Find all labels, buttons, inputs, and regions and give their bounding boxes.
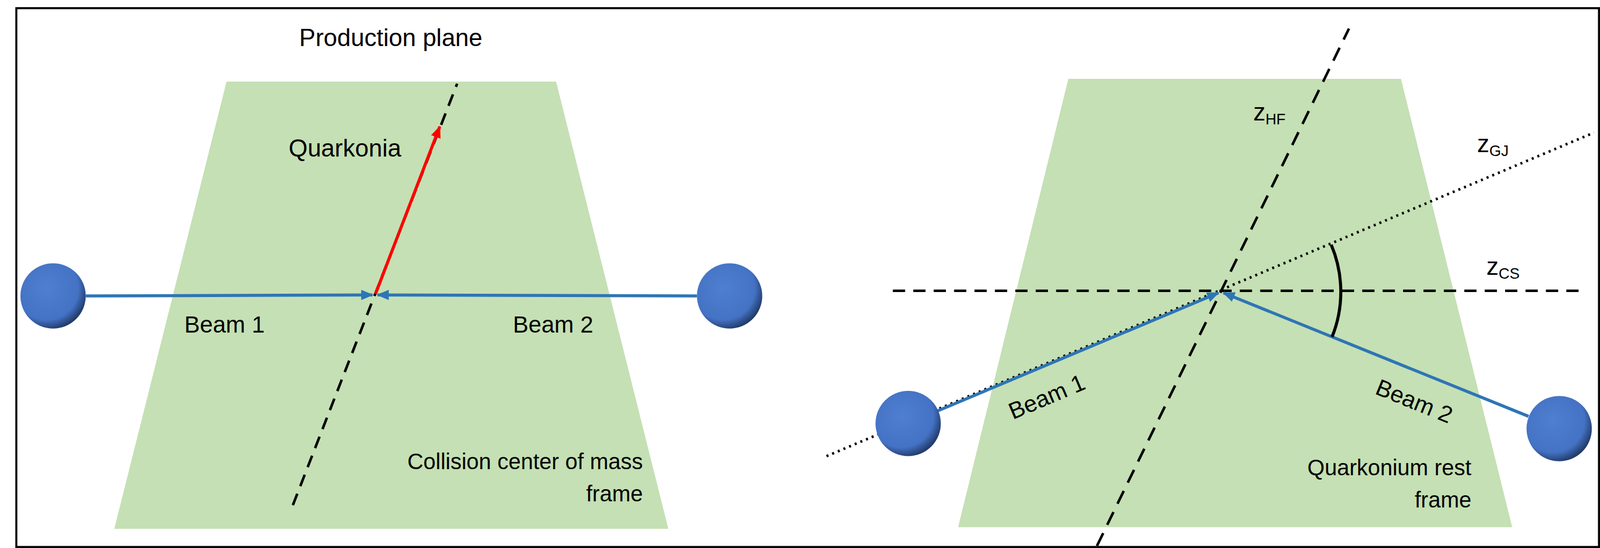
beam-line xyxy=(85,294,373,296)
quarkonia-label: Quarkonia xyxy=(288,134,402,161)
beam-particle xyxy=(875,390,941,457)
gj-axis xyxy=(826,132,1594,457)
axis-label: zCS xyxy=(1486,252,1520,280)
axis-label: zGJ xyxy=(1476,130,1509,158)
frame-label: Quarkonium rest frame xyxy=(1266,451,1472,516)
beam-line xyxy=(377,294,698,296)
frame-trapezoid: Quarkonium rest frame xyxy=(958,78,1513,527)
axis-label: zHF xyxy=(1253,98,1286,126)
frame-border xyxy=(16,8,1599,547)
beam-label: Beam 2 xyxy=(513,311,594,338)
frame-label: Collision center of mass frame xyxy=(376,444,643,510)
trapezoid-fill xyxy=(114,81,669,529)
beam-particle xyxy=(20,262,86,329)
lines xyxy=(20,28,1594,546)
beam-particle xyxy=(696,262,763,329)
angle-arc xyxy=(1331,244,1341,337)
beam-label: Beam 1 xyxy=(184,311,265,338)
beam-particle xyxy=(1526,395,1593,462)
cs-axis xyxy=(892,289,1580,293)
panel-title: Production plane xyxy=(299,24,483,52)
trapezoid-fill xyxy=(958,78,1513,527)
